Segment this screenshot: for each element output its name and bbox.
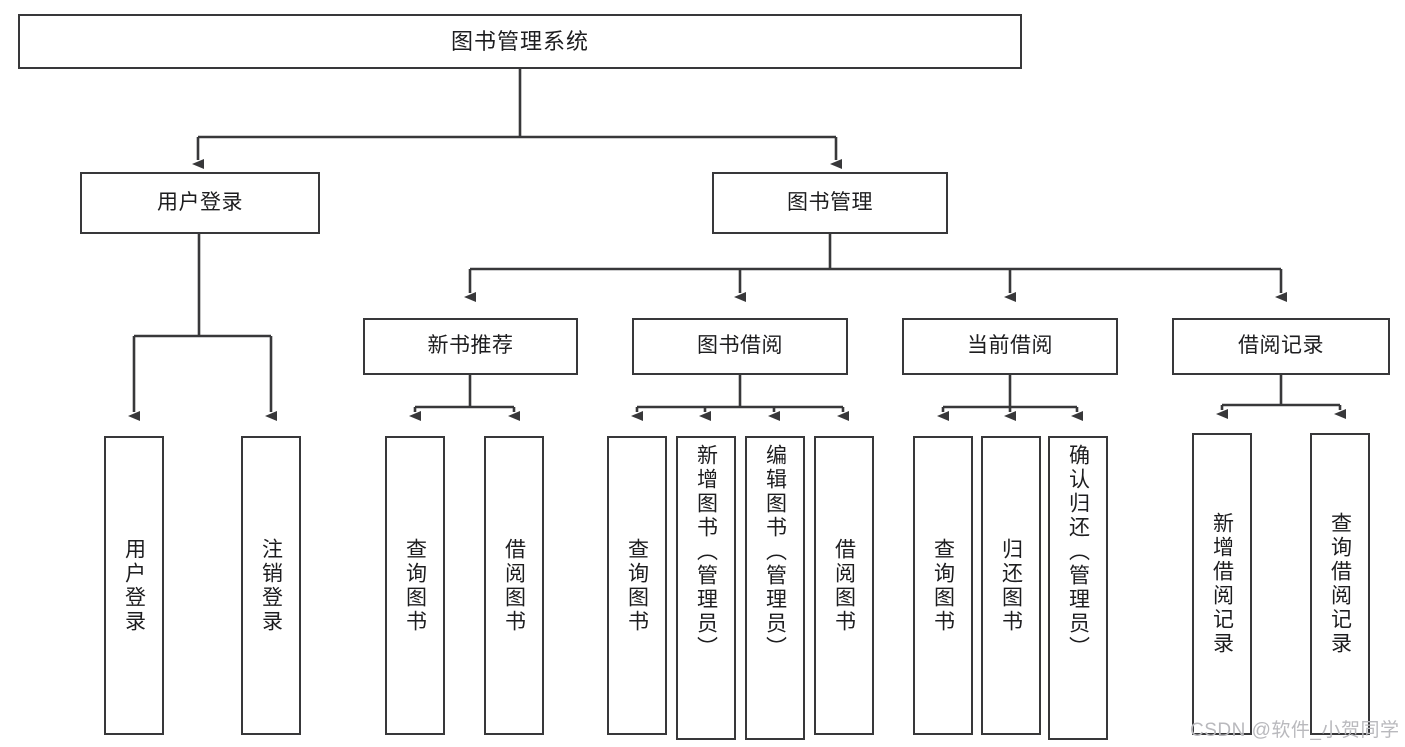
node-book-borrow[interactable]: 图书借阅 [632, 318, 848, 375]
leaf-current-return-book[interactable]: 归还图书 [981, 436, 1041, 735]
node-book-management[interactable]: 图书管理 [712, 172, 948, 234]
node-user-login[interactable]: 用户登录 [80, 172, 320, 234]
node-user-login-label: 用户登录 [157, 190, 243, 214]
leaf-borrow-add-book-admin[interactable]: 新增图书（管理员） [676, 436, 736, 740]
leaf-recommend-borrow-book[interactable]: 借阅图书 [484, 436, 544, 735]
leaf-borrow-query-book[interactable]: 查询图书 [607, 436, 667, 735]
node-root[interactable]: 图书管理系统 [18, 14, 1022, 69]
node-book-management-label: 图书管理 [787, 190, 873, 214]
leaf-label: 查询借阅记录 [1328, 512, 1352, 656]
node-current-borrow[interactable]: 当前借阅 [902, 318, 1118, 375]
leaf-label: 借阅图书 [502, 537, 526, 634]
leaf-current-query-book[interactable]: 查询图书 [913, 436, 973, 735]
leaf-record-add-record[interactable]: 新增借阅记录 [1192, 433, 1252, 735]
leaf-label: 归还图书 [999, 537, 1023, 634]
leaf-label: 确认归还（管理员） [1066, 444, 1090, 660]
leaf-label: 查询图书 [403, 537, 427, 634]
leaf-current-confirm-return-admin[interactable]: 确认归还（管理员） [1048, 436, 1108, 740]
node-new-book-recommend[interactable]: 新书推荐 [363, 318, 578, 375]
node-new-book-recommend-label: 新书推荐 [427, 334, 514, 358]
leaf-recommend-query-book[interactable]: 查询图书 [385, 436, 445, 735]
leaf-borrow-edit-book-admin[interactable]: 编辑图书（管理员） [745, 436, 805, 740]
leaf-label: 查询图书 [625, 537, 649, 634]
node-current-borrow-label: 当前借阅 [967, 334, 1053, 358]
leaf-borrow-borrow-book[interactable]: 借阅图书 [814, 436, 874, 735]
leaf-record-query-record[interactable]: 查询借阅记录 [1310, 433, 1370, 735]
node-root-label: 图书管理系统 [450, 28, 589, 54]
node-borrow-record[interactable]: 借阅记录 [1172, 318, 1390, 375]
leaf-user-login-login[interactable]: 用户登录 [104, 436, 164, 735]
node-borrow-record-label: 借阅记录 [1238, 334, 1324, 358]
leaf-label: 注销登录 [259, 537, 283, 634]
node-book-borrow-label: 图书借阅 [697, 334, 783, 358]
leaf-user-login-logout[interactable]: 注销登录 [241, 436, 301, 735]
leaf-label: 查询图书 [931, 537, 955, 634]
leaf-label: 借阅图书 [832, 537, 856, 634]
leaf-label: 用户登录 [122, 537, 146, 634]
leaf-label: 编辑图书（管理员） [763, 444, 787, 660]
leaf-label: 新增借阅记录 [1210, 512, 1234, 656]
leaf-label: 新增图书（管理员） [694, 444, 718, 660]
